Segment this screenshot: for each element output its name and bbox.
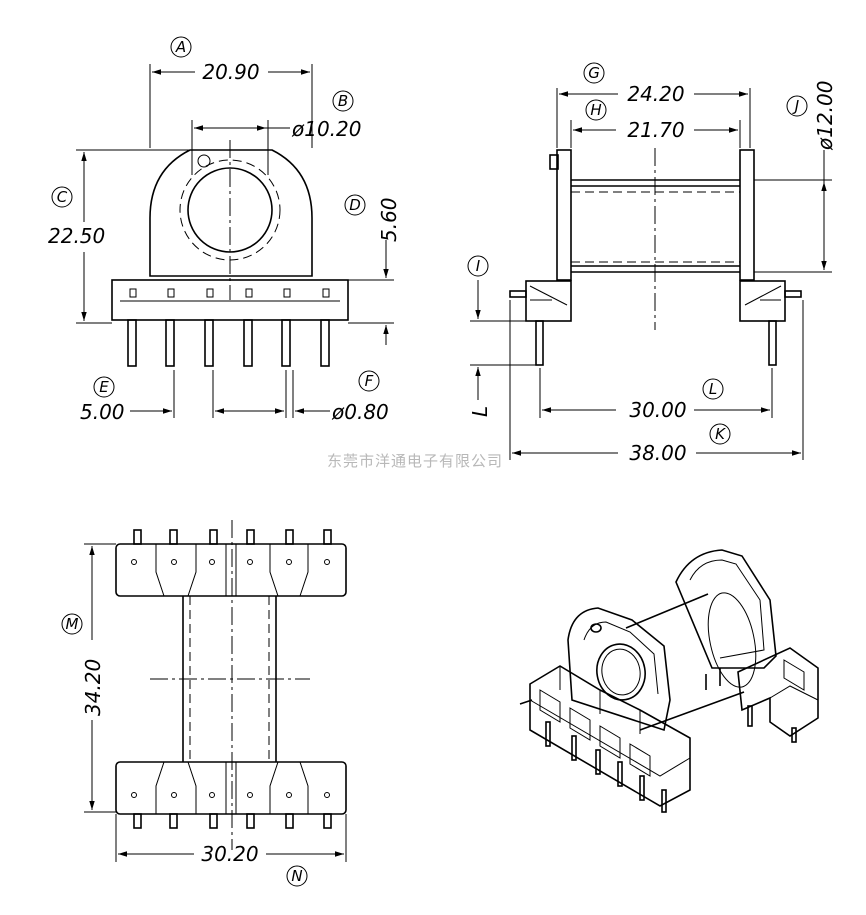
front-view: 20.90 A ø10.20 B 22.50 C 5.60 D 5.00: [48, 36, 401, 424]
top-view-lower-block: [115, 761, 347, 815]
label-B: B: [338, 92, 348, 110]
side-right-block: [739, 280, 786, 322]
label-G: G: [588, 64, 600, 82]
dim-E-value: 5.00: [80, 400, 125, 424]
dim-J-value: ø12.00: [813, 81, 837, 152]
isometric-view: [519, 549, 819, 813]
dim-K-value: 38.00: [629, 441, 686, 465]
top-view-upper-block: [115, 543, 347, 597]
side-right-flange: [739, 149, 755, 281]
label-C: C: [57, 188, 68, 206]
dim-B-value: ø10.20: [291, 117, 362, 141]
label-F: F: [365, 372, 374, 390]
front-pins: [127, 288, 330, 367]
isometric-pins: [545, 721, 667, 813]
dim-G-value: 24.20: [627, 82, 684, 106]
label-L: L: [709, 380, 717, 398]
dim-L-value: 30.00: [629, 398, 686, 422]
label-M: M: [66, 615, 79, 633]
dim-D-value: 5.60: [377, 197, 401, 242]
label-N: N: [291, 867, 302, 885]
dim-N-value: 30.20: [201, 842, 258, 866]
company-watermark: 东莞市洋通电子有限公司: [327, 452, 503, 470]
side-view: 24.20 G 21.70 H ø12.00 J I L 30.00: [467, 62, 837, 465]
front-flange-outline: [149, 149, 313, 277]
dim-H-value: 21.70: [627, 118, 684, 142]
dim-A-value: 20.90: [202, 60, 259, 84]
label-H: H: [590, 101, 601, 119]
dim-M-value: 34.20: [81, 659, 105, 716]
top-view-lower-pins: [133, 813, 332, 829]
label-J: J: [792, 97, 799, 115]
dim-C-value: 22.50: [48, 224, 105, 248]
pin1-marker: [197, 154, 211, 168]
label-I: I: [476, 257, 481, 275]
label-D: D: [349, 196, 361, 214]
label-A: A: [175, 38, 186, 56]
label-K: K: [715, 425, 726, 443]
side-left-block: [525, 280, 572, 322]
dim-L-letter: L: [468, 406, 492, 417]
top-view: 34.20 M 30.20 N: [61, 520, 347, 887]
dim-F-value: ø0.80: [331, 400, 389, 424]
side-left-flange: [556, 149, 572, 281]
label-E: E: [99, 378, 109, 396]
